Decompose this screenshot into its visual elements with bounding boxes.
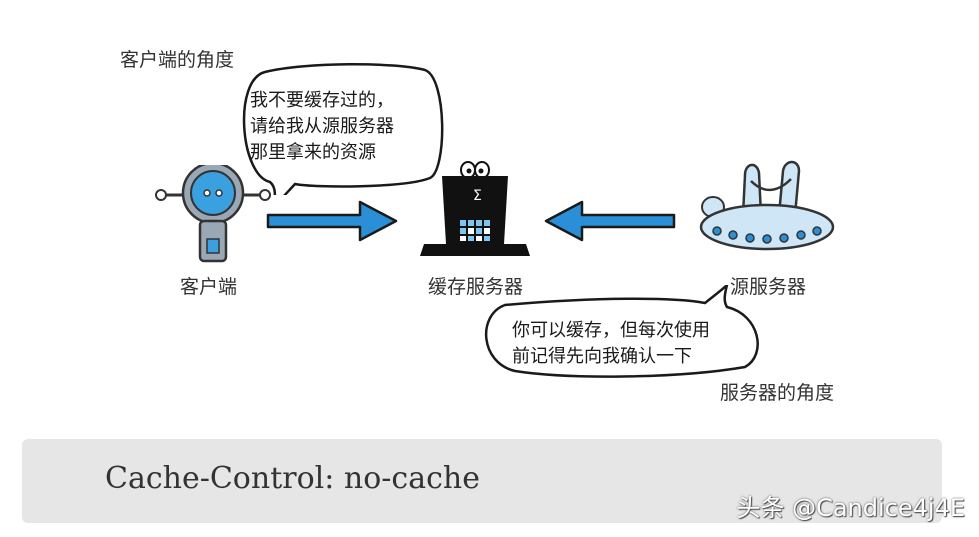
server-perspective-label: 服务器的角度 bbox=[720, 382, 835, 404]
origin-server-label: 源服务器 bbox=[730, 276, 807, 298]
server-bubble-text: 你可以缓存，但每次使用 前记得先向我确认一下 bbox=[512, 318, 710, 370]
server-bubble-line: 你可以缓存，但每次使用 bbox=[512, 320, 710, 341]
client-bubble-text: 我不要缓存过的， 请给我从源服务器 那里拿来的资源 bbox=[250, 88, 394, 166]
top-hat-icon: Σ bbox=[420, 161, 530, 256]
cache-server-label: 缓存服务器 bbox=[428, 276, 524, 298]
client-label: 客户端 bbox=[180, 276, 238, 298]
server-speech-bubble bbox=[484, 285, 759, 378]
code-panel: Cache-Control: no-cache bbox=[22, 439, 942, 523]
server-bubble-line: 前记得先向我确认一下 bbox=[512, 346, 692, 367]
client-bubble-line: 请给我从源服务器 bbox=[250, 116, 394, 137]
watermark-text: 头条 @Candice4j4E bbox=[736, 494, 965, 522]
ufo-icon bbox=[699, 160, 835, 251]
svg-text:Σ: Σ bbox=[473, 188, 482, 204]
client-bubble-line: 我不要缓存过的， bbox=[250, 90, 394, 111]
arrow-left-icon bbox=[544, 200, 676, 242]
client-perspective-label: 客户端的角度 bbox=[120, 49, 235, 71]
client-speech-bubble bbox=[242, 62, 444, 195]
arrow-right-icon bbox=[266, 200, 398, 242]
cache-control-code: Cache-Control: no-cache bbox=[105, 461, 480, 496]
client-bubble-line: 那里拿来的资源 bbox=[250, 142, 376, 163]
robot-icon bbox=[155, 165, 271, 263]
